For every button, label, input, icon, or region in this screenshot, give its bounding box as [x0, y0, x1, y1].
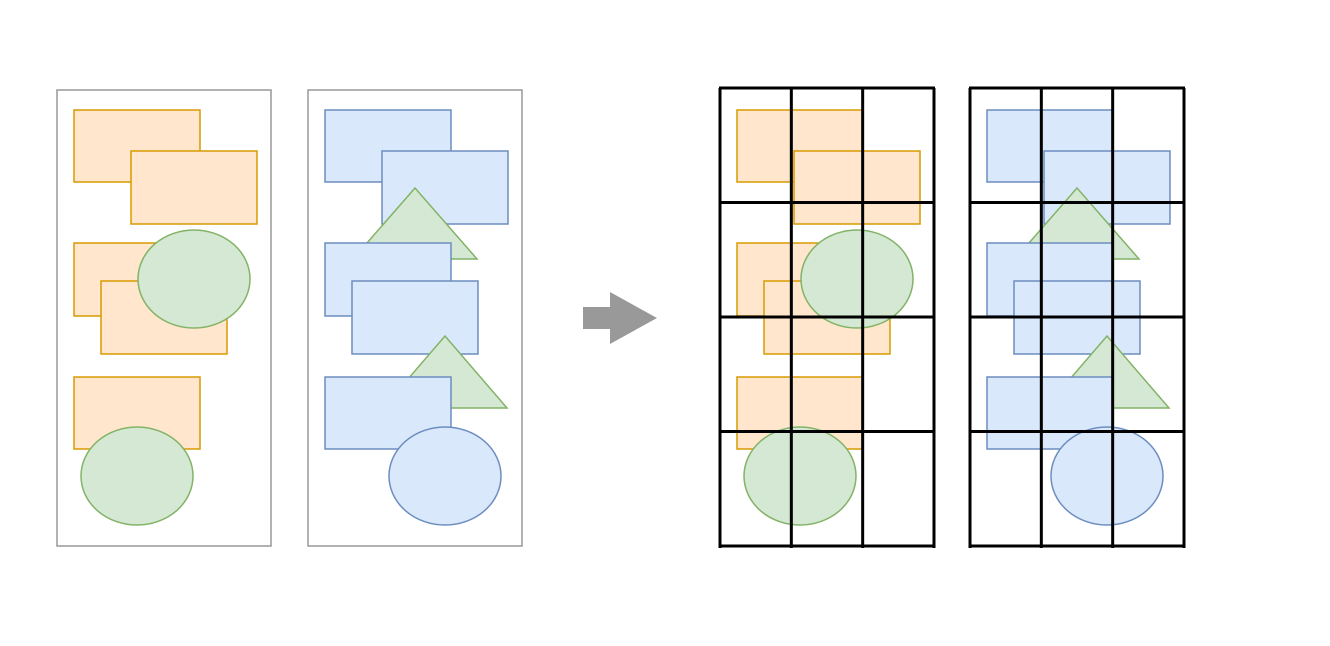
panel-border — [56, 89, 272, 547]
green-ellipse — [743, 426, 857, 526]
green-ellipse — [137, 229, 251, 329]
orange-rectangle — [130, 150, 258, 225]
blue-ellipse — [388, 426, 502, 526]
arrow-layer — [583, 292, 657, 344]
blue-rectangle — [351, 280, 479, 355]
green-ellipse — [80, 426, 194, 526]
panel-border — [307, 89, 523, 547]
green-ellipse — [800, 229, 914, 329]
grid-overlay — [718, 86, 936, 548]
gridded-blue-panel — [968, 86, 1186, 548]
blue-panel — [307, 89, 523, 547]
blue-ellipse — [1050, 426, 1164, 526]
gridded-orange-panel — [718, 86, 936, 548]
panels-layer — [56, 86, 1186, 548]
right-arrow-icon — [583, 292, 657, 344]
grid-overlay — [968, 86, 1186, 548]
orange-rectangle — [793, 150, 921, 225]
orange-panel — [56, 89, 272, 547]
